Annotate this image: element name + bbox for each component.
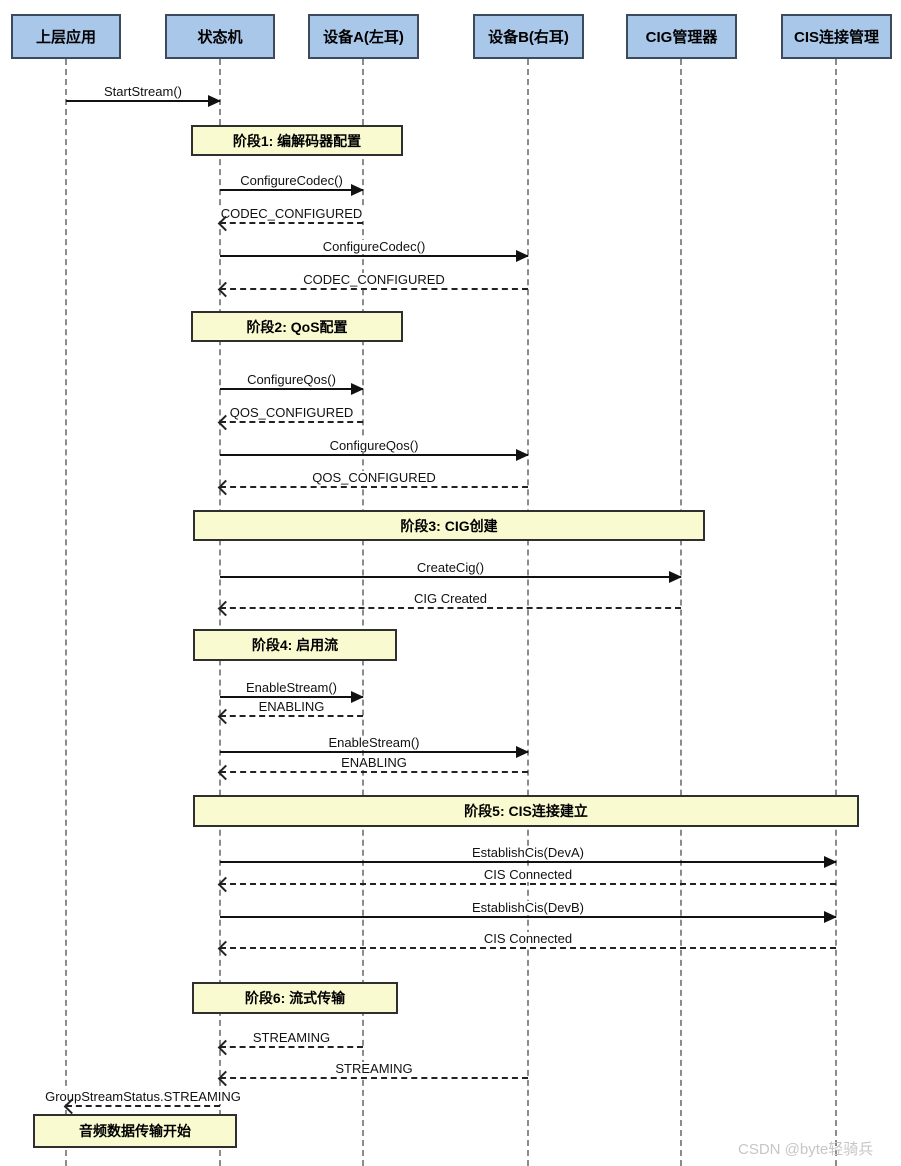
message-streaming-deva: STREAMING xyxy=(217,1030,363,1056)
message-createcig: CreateCig() xyxy=(220,560,682,583)
watermark-text: CSDN @byte轻骑兵 xyxy=(738,1141,874,1158)
message-label: ENABLING xyxy=(338,755,410,770)
message-label: QOS_CONFIGURED xyxy=(226,405,357,420)
phase-label: 阶段3: CIG创建 xyxy=(400,517,498,534)
message-label: ConfigureCodec() xyxy=(237,173,346,188)
phase-4-enable-stream: 阶段4: 启用流 xyxy=(193,629,397,661)
arrowhead-right-icon xyxy=(351,383,364,395)
phase-label: 阶段1: 编解码器配置 xyxy=(232,132,362,149)
message-label: EnableStream() xyxy=(325,735,423,750)
phase-5-cis-establish: 阶段5: CIS连接建立 xyxy=(193,795,859,827)
message-qos-configured-devb: QOS_CONFIGURED xyxy=(217,470,528,496)
phase-label: 阶段4: 启用流 xyxy=(251,637,339,653)
arrowhead-right-icon xyxy=(824,911,837,923)
participant-state-machine: 状态机 xyxy=(165,14,275,59)
lifeline-upper-app xyxy=(65,59,67,1166)
message-label: EnableStream() xyxy=(242,680,341,695)
message-label: EstablishCis(DevA) xyxy=(469,845,587,860)
arrowhead-right-icon xyxy=(351,691,364,703)
message-configurecodec-deva: ConfigureCodec() xyxy=(220,173,364,196)
phase-6-streaming: 阶段6: 流式传输 xyxy=(192,982,398,1014)
message-label: GroupStreamStatus.STREAMING xyxy=(42,1089,244,1104)
lifeline-cig-manager xyxy=(680,59,682,1166)
message-label: CreateCig() xyxy=(413,560,488,575)
message-establishcis-devb: EstablishCis(DevB) xyxy=(220,900,837,923)
arrowhead-right-icon xyxy=(516,449,529,461)
message-label: CIS Connected xyxy=(480,931,576,946)
message-label: QOS_CONFIGURED xyxy=(309,470,439,485)
arrowhead-right-icon xyxy=(351,184,364,196)
message-groupstreamstatus-streaming: GroupStreamStatus.STREAMING xyxy=(42,1089,244,1115)
participant-device-a: 设备A(左耳) xyxy=(308,14,419,59)
message-label: StartStream() xyxy=(100,84,186,99)
message-configurecodec-devb: ConfigureCodec() xyxy=(220,239,529,262)
message-label: CIS Connected xyxy=(480,867,576,882)
message-configureqos-devb: ConfigureQos() xyxy=(220,438,529,461)
phase-1-codec-config: 阶段1: 编解码器配置 xyxy=(191,125,403,156)
participant-label: CIG管理器 xyxy=(645,29,718,46)
participant-upper-app: 上层应用 xyxy=(11,14,121,59)
participant-device-b: 设备B(右耳) xyxy=(473,14,584,59)
message-enabling-devb: ENABLING xyxy=(217,755,528,781)
participant-label: 上层应用 xyxy=(35,29,96,46)
arrowhead-right-icon xyxy=(824,856,837,868)
message-label: ConfigureQos() xyxy=(326,438,422,453)
message-label: CODEC_CONFIGURED xyxy=(300,272,448,287)
message-label: ENABLING xyxy=(255,699,328,714)
phase-label: 阶段5: CIS连接建立 xyxy=(464,803,588,819)
participant-label: 设备B(右耳) xyxy=(488,29,569,46)
message-enabling-deva: ENABLING xyxy=(217,699,363,725)
participant-label: 状态机 xyxy=(197,29,243,46)
message-codec-configured-deva: CODEC_CONFIGURED xyxy=(217,206,366,232)
phase-label: 阶段2: QoS配置 xyxy=(246,318,348,335)
phase-2-qos-config: 阶段2: QoS配置 xyxy=(191,311,403,342)
message-cis-connected-deva: CIS Connected xyxy=(217,867,836,893)
message-startstream: StartStream() xyxy=(66,84,221,107)
message-cis-connected-devb: CIS Connected xyxy=(217,931,836,957)
lifeline-device-b xyxy=(527,59,529,1166)
note-label: 音频数据传输开始 xyxy=(79,1123,191,1139)
participant-cis-manager: CIS连接管理 xyxy=(781,14,892,59)
message-label: EstablishCis(DevB) xyxy=(469,900,587,915)
participant-label: CIS连接管理 xyxy=(793,29,879,46)
message-label: CODEC_CONFIGURED xyxy=(217,206,366,221)
message-enablestream-deva: EnableStream() xyxy=(220,680,364,703)
message-label: ConfigureQos() xyxy=(244,372,339,387)
message-streaming-devb: STREAMING xyxy=(217,1061,528,1087)
message-label: CIG Created xyxy=(411,591,490,606)
arrowhead-right-icon xyxy=(516,746,529,758)
arrowhead-right-icon xyxy=(669,571,682,583)
message-label: ConfigureCodec() xyxy=(319,239,429,254)
note-audio-transfer-start: 音频数据传输开始 xyxy=(33,1114,237,1148)
message-codec-configured-devb: CODEC_CONFIGURED xyxy=(217,272,528,298)
lifeline-state-machine xyxy=(219,59,221,1166)
participant-label: 设备A(左耳) xyxy=(323,29,404,46)
message-establishcis-deva: EstablishCis(DevA) xyxy=(220,845,837,868)
message-qos-configured-deva: QOS_CONFIGURED xyxy=(217,405,363,431)
participant-cig-manager: CIG管理器 xyxy=(626,14,737,59)
message-configureqos-deva: ConfigureQos() xyxy=(220,372,364,395)
message-label: STREAMING xyxy=(332,1061,416,1076)
message-label: STREAMING xyxy=(249,1030,334,1045)
message-cig-created: CIG Created xyxy=(217,591,681,617)
phase-3-cig-create: 阶段3: CIG创建 xyxy=(193,510,705,541)
phase-label: 阶段6: 流式传输 xyxy=(244,990,346,1006)
message-enablestream-devb: EnableStream() xyxy=(220,735,529,758)
lifeline-device-a xyxy=(362,59,364,1166)
lifeline-cis-manager xyxy=(835,59,837,1166)
arrowhead-right-icon xyxy=(516,250,529,262)
arrowhead-right-icon xyxy=(208,95,221,107)
